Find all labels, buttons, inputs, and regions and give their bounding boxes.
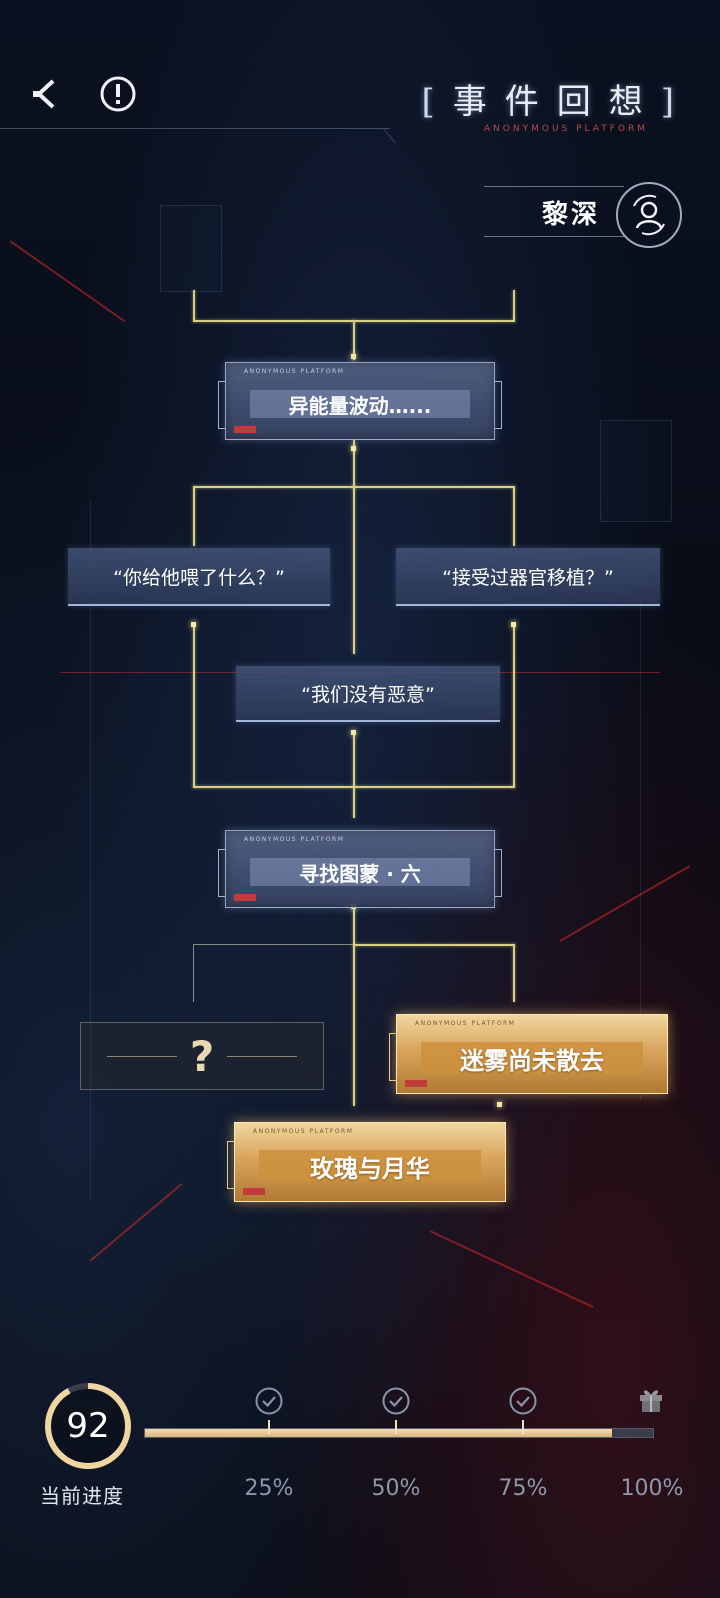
milestone-label-25: 25% <box>244 1476 294 1501</box>
node-red-tag <box>405 1080 427 1087</box>
progress-value: 92 <box>66 1406 110 1446</box>
flow-line <box>513 626 515 788</box>
flow-line <box>353 906 355 946</box>
bg-line <box>90 500 91 1200</box>
chevron-left-icon <box>33 79 55 109</box>
flow-node-dot <box>191 622 196 627</box>
exclamation-circle-icon <box>100 76 136 112</box>
page-title-text: 事件回想 <box>452 82 661 122</box>
flow-node-dot <box>497 1102 502 1107</box>
progress-bar-fill <box>145 1429 613 1437</box>
locked-dash-left <box>107 1056 177 1057</box>
progress-ring-fill <box>45 1383 131 1469</box>
node-bracket-right <box>495 849 502 897</box>
flow-line <box>193 486 195 546</box>
flow-line <box>353 944 355 1106</box>
node-platform-label: ANONYMOUS PLATFORM <box>253 1128 354 1135</box>
back-button[interactable] <box>28 74 64 114</box>
flow-line <box>513 486 515 546</box>
node-title: “接受过器官移植？” <box>442 566 614 589</box>
dialogue-node-no-ill-intent[interactable]: “我们没有恶意” <box>236 666 500 722</box>
flow-line-locked <box>193 944 355 945</box>
event-node-rose-and-moonlight[interactable]: ANONYMOUS PLATFORM 玫瑰与月华 <box>227 1122 506 1202</box>
node-title: 玫瑰与月华 <box>259 1150 481 1183</box>
check-circle-icon[interactable] <box>254 1386 284 1416</box>
char-line-top <box>484 186 624 187</box>
flow-line-locked <box>193 944 194 1002</box>
bg-glass-panel <box>600 420 672 522</box>
milestone-tick <box>522 1420 524 1434</box>
node-bracket-left <box>218 849 225 897</box>
flow-node-dot <box>351 730 356 735</box>
progress-bar <box>144 1428 654 1438</box>
node-bracket-left <box>227 1141 234 1189</box>
flow-node-dot <box>351 446 356 451</box>
title-bracket-right: ] <box>660 82 692 122</box>
page-title-block: [事件回想] ANONYMOUS PLATFORM <box>392 82 692 142</box>
dialogue-node-what-did-you-feed[interactable]: “你给他喂了什么？” <box>68 548 330 606</box>
flow-line <box>513 290 515 322</box>
flow-node-dot <box>511 622 516 627</box>
flow-line <box>353 440 355 488</box>
node-title: 异能量波动…... <box>250 390 470 418</box>
title-bracket-left: [ <box>421 82 453 122</box>
bg-glass-panel <box>160 205 222 292</box>
node-title: “我们没有恶意” <box>301 683 435 706</box>
milestone-tick <box>395 1420 397 1434</box>
flow-line <box>193 626 195 788</box>
locked-question-mark: ? <box>189 1031 215 1081</box>
gift-icon[interactable] <box>636 1384 666 1414</box>
node-platform-label: ANONYMOUS PLATFORM <box>415 1020 516 1027</box>
node-red-tag <box>234 894 256 901</box>
event-node-fog-not-dispersed[interactable]: ANONYMOUS PLATFORM 迷雾尚未散去 <box>389 1014 668 1094</box>
progress-ring <box>45 1383 131 1469</box>
check-circle-icon[interactable] <box>508 1386 538 1416</box>
character-switch-button[interactable] <box>616 182 682 248</box>
char-line-bottom <box>484 236 624 237</box>
flow-node-dot <box>351 354 356 359</box>
node-red-tag <box>234 426 256 433</box>
info-button[interactable] <box>98 74 138 114</box>
node-platform-label: ANONYMOUS PLATFORM <box>244 836 345 843</box>
event-node-energy-fluctuation[interactable]: ANONYMOUS PLATFORM 异能量波动…... <box>218 362 502 440</box>
user-switch-icon <box>633 194 665 236</box>
node-bracket-left <box>389 1033 396 1081</box>
page-subtitle: ANONYMOUS PLATFORM <box>483 124 648 134</box>
milestone-label-75: 75% <box>498 1476 548 1501</box>
node-bracket-left <box>218 381 225 429</box>
node-red-tag <box>243 1188 265 1195</box>
milestone-label-100: 100% <box>620 1476 684 1501</box>
flow-line <box>513 944 515 1002</box>
check-circle-icon[interactable] <box>381 1386 411 1416</box>
dialogue-node-organ-transplant[interactable]: “接受过器官移植？” <box>396 548 660 606</box>
node-title: 寻找图蒙 · 六 <box>250 858 470 886</box>
flow-line <box>353 486 355 654</box>
milestone-tick <box>268 1420 270 1434</box>
milestone-label-50: 50% <box>371 1476 421 1501</box>
node-title: 迷雾尚未散去 <box>421 1042 643 1075</box>
flow-line <box>353 944 515 946</box>
locked-event-node[interactable]: ? <box>80 1022 324 1090</box>
progress-label: 当前进度 <box>40 1484 124 1508</box>
event-node-find-tumeng[interactable]: ANONYMOUS PLATFORM 寻找图蒙 · 六 <box>218 830 502 908</box>
flow-line <box>353 734 355 818</box>
header-divider <box>0 128 390 151</box>
flow-line <box>193 786 515 788</box>
page-title: [事件回想] <box>392 82 692 122</box>
flow-line <box>193 290 195 322</box>
bg-line <box>640 600 641 1100</box>
character-name: 黎深 <box>541 200 600 230</box>
node-platform-label: ANONYMOUS PLATFORM <box>244 368 345 375</box>
node-bracket-right <box>495 381 502 429</box>
flow-line <box>353 320 355 360</box>
node-title: “你给他喂了什么？” <box>113 566 285 589</box>
locked-dash-right <box>227 1056 297 1057</box>
